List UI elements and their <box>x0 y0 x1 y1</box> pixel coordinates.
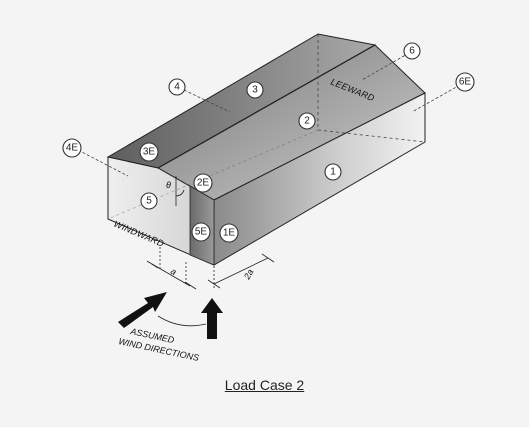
svg-text:1E: 1E <box>223 228 236 239</box>
zone-3-marker: 3 <box>246 81 264 99</box>
load-case-caption[interactable]: Load Case 2 <box>224 377 305 393</box>
svg-text:6: 6 <box>409 46 415 57</box>
svg-text:1: 1 <box>330 167 336 178</box>
svg-text:2: 2 <box>304 116 310 127</box>
zone-5e-marker: 5E <box>191 222 211 242</box>
zone-4-marker: 4 <box>168 78 186 96</box>
zone-1-marker: 1 <box>324 163 342 181</box>
svg-text:4E: 4E <box>66 143 79 154</box>
dimension-a-label: a <box>169 266 178 277</box>
svg-text:6E: 6E <box>459 77 472 88</box>
zone-4e-marker: 4E <box>62 138 82 158</box>
theta-label: θ <box>166 180 171 190</box>
svg-text:5E: 5E <box>195 227 208 238</box>
zone-2e-marker: 2E <box>193 173 213 193</box>
zone-6e-marker: 6E <box>455 72 475 92</box>
zone-2-marker: 2 <box>298 112 316 130</box>
hidden-edge-back-2 <box>107 129 319 220</box>
wind-arrows <box>118 292 223 339</box>
zone-5-marker: 5 <box>140 192 158 210</box>
ridge-line <box>157 44 376 169</box>
dimension-a <box>146 247 197 290</box>
roof-angle: θ <box>166 176 185 206</box>
wind-arrow-vertical <box>201 298 223 339</box>
svg-text:3: 3 <box>252 85 258 96</box>
wind-arrow-diagonal <box>118 292 167 328</box>
svg-text:5: 5 <box>146 196 152 207</box>
zone-6-marker: 6 <box>403 42 421 60</box>
leader-lines <box>77 52 461 177</box>
dimension-2a-label: 2a <box>241 267 255 281</box>
zone-3e-marker: 3E <box>139 142 159 162</box>
zone-markers: 1 2 3 4 5 6 1E 2E <box>62 42 475 243</box>
svg-text:2E: 2E <box>197 178 210 189</box>
svg-text:3E: 3E <box>143 147 156 158</box>
svg-text:4: 4 <box>174 82 180 93</box>
wind-direction-arc <box>157 315 207 327</box>
building <box>106 33 426 266</box>
dimension-2a <box>207 253 275 290</box>
zone-1e-marker: 1E <box>219 223 239 243</box>
